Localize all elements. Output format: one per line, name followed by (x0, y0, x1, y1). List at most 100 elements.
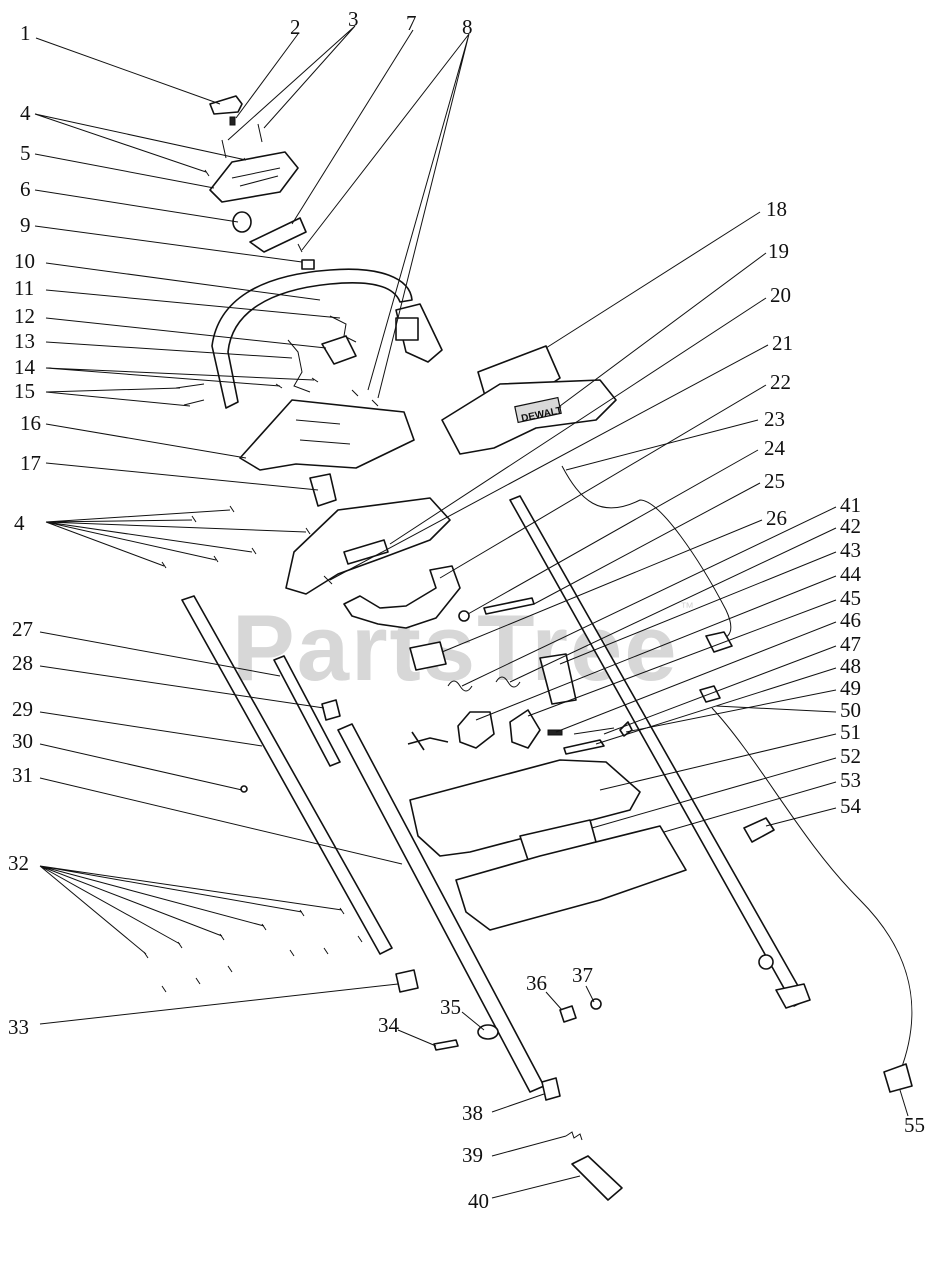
part-11-wire (329, 315, 357, 343)
part-24-nut (458, 610, 470, 622)
part-39-spring (565, 1131, 583, 1141)
callout-9: 9 (20, 213, 31, 237)
part-45-hub (509, 709, 541, 749)
callout-30: 30 (12, 729, 33, 753)
callout-12: 12 (14, 304, 35, 328)
part-9-block (301, 259, 315, 270)
callout-38: 38 (462, 1101, 483, 1125)
callout-41: 41 (840, 493, 861, 517)
callout-47: 47 (840, 632, 861, 656)
part-33-end-cap (395, 969, 419, 993)
part-21-cable (561, 465, 732, 641)
part-22-rail-knob (758, 954, 774, 970)
callout-49: 49 (840, 676, 861, 700)
callout-7: 7 (406, 11, 417, 35)
callout-39: 39 (462, 1143, 483, 1167)
part-47-rod (573, 727, 615, 735)
part-16-detail (295, 419, 351, 445)
part-32-screws-group (143, 907, 363, 993)
callout-45: 45 (840, 586, 861, 610)
callout-3: 3 (348, 7, 359, 31)
callout-14: 14 (14, 355, 36, 379)
callout-43: 43 (840, 538, 861, 562)
callout-29: 29 (12, 697, 33, 721)
part-44-shaft (407, 731, 449, 751)
callout-55: 55 (904, 1113, 925, 1137)
part-36-bolt (559, 1005, 577, 1023)
part-3-pins (221, 123, 263, 159)
part-6-knob (232, 211, 252, 233)
callout-40: 40 (468, 1189, 489, 1213)
callout-11: 11 (14, 276, 34, 300)
callout-51: 51 (840, 720, 861, 744)
part-44-hub (457, 711, 495, 749)
part-26-sleeve (409, 641, 447, 671)
callout-25: 25 (764, 469, 785, 493)
callout-28: 28 (12, 651, 33, 675)
part-28-clip (321, 699, 341, 721)
part-50-cable (711, 707, 913, 1073)
callout-20: 20 (770, 283, 791, 307)
brand-badge (514, 396, 562, 424)
callout-33: 33 (8, 1015, 29, 1039)
part-41-spring (447, 680, 473, 692)
part-16-handle-base (239, 399, 415, 471)
callout-2: 2 (290, 15, 301, 39)
callout-13: 13 (14, 329, 35, 353)
part-35-washer (477, 1024, 499, 1040)
callout-35: 35 (440, 995, 461, 1019)
part-54-clip (743, 817, 775, 843)
part-21-bail-bracket (343, 539, 389, 565)
part-2-spring (229, 116, 236, 126)
callout-34: 34 (378, 1013, 400, 1037)
part-30-nut (240, 785, 248, 793)
part-34-bolt (433, 1039, 459, 1051)
leader-lines (34, 25, 909, 1199)
callout-4-top: 4 (20, 101, 31, 125)
part-29-left-tube (181, 595, 393, 955)
callout-48: 48 (840, 654, 861, 678)
callout-52: 52 (840, 744, 861, 768)
part-12-switch (321, 335, 357, 365)
part-22-side-rail (509, 495, 807, 1007)
callout-5: 5 (20, 141, 31, 165)
callout-26: 26 (766, 506, 787, 530)
callout-21: 21 (772, 331, 793, 355)
callout-36: 36 (526, 971, 547, 995)
part-22-rail-end (775, 983, 811, 1009)
callout-53: 53 (840, 768, 861, 792)
callout-1: 1 (20, 21, 31, 45)
part-22-spring-clip (323, 575, 333, 585)
part-10-inner-block (395, 317, 419, 341)
part-55-connector (883, 1063, 913, 1093)
part-53-base-plate (455, 825, 687, 931)
part-37-nut (590, 998, 602, 1010)
part-27-strap (273, 655, 341, 767)
callout-46: 46 (840, 608, 861, 632)
part-7-bracket (249, 217, 307, 253)
callout-32: 32 (8, 851, 29, 875)
part-20-bail-wire (285, 497, 451, 595)
callout-42: 42 (840, 514, 861, 538)
part-5-detail (231, 167, 281, 187)
part-number-callouts: 1 2 3 4 5 6 7 8 9 10 11 12 13 14 15 16 1… (8, 7, 925, 1213)
callout-54: 54 (840, 794, 862, 818)
callout-31: 31 (12, 763, 33, 787)
part-8-pin (297, 243, 303, 253)
callout-10: 10 (14, 249, 35, 273)
callout-37: 37 (572, 963, 593, 987)
part-drawings: DEWALT (143, 95, 913, 1201)
part-48-pin (563, 739, 605, 755)
callout-4-group: 4 (14, 511, 25, 535)
callout-24: 24 (764, 436, 786, 460)
callout-19: 19 (768, 239, 789, 263)
callout-15: 15 (14, 379, 35, 403)
part-13-wire-harness (287, 339, 311, 393)
part-40-grip (571, 1155, 623, 1201)
part-15-screws (175, 383, 205, 406)
callout-23: 23 (764, 407, 785, 431)
callout-16: 16 (20, 411, 41, 435)
part-46-spring (547, 729, 563, 736)
part-5-switch-cover (209, 151, 299, 203)
callout-18: 18 (766, 197, 787, 221)
